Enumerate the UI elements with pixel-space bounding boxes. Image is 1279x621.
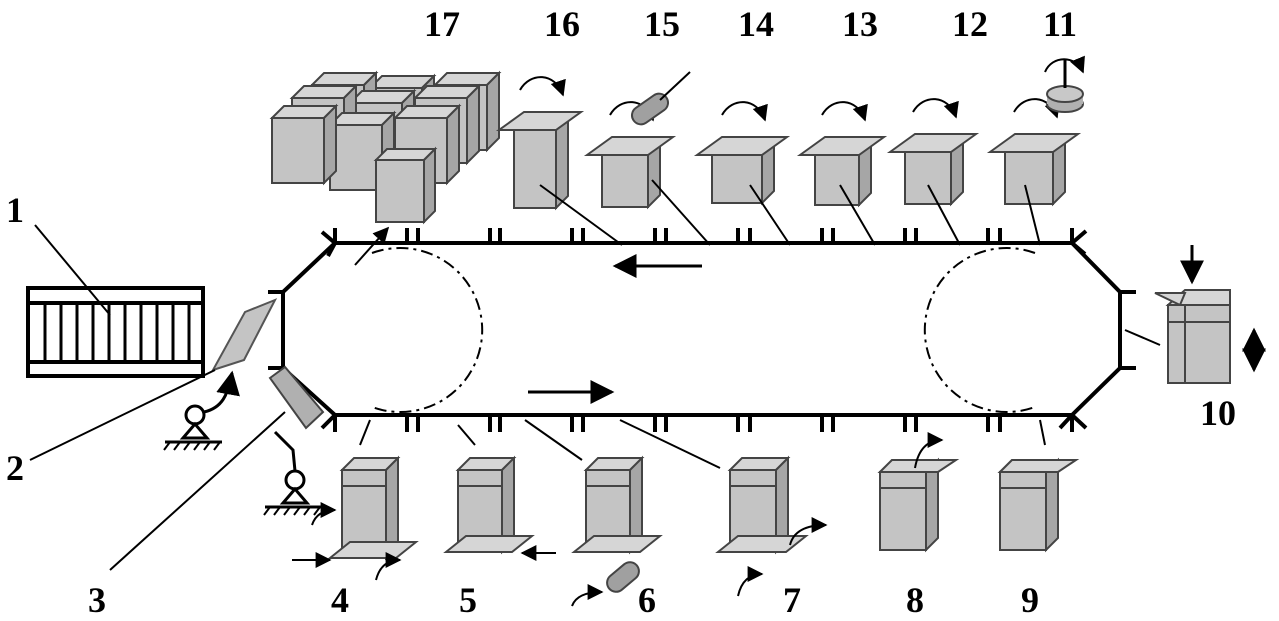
- holder-top: [914, 228, 990, 245]
- blank-magazine: [26, 286, 205, 378]
- curved-arrow-icon: [571, 584, 604, 607]
- curved-arrow-icon: [1044, 55, 1085, 74]
- roller-icon: [606, 561, 640, 593]
- holder-top: [333, 228, 409, 245]
- curved-arrow-icon: [519, 76, 566, 97]
- bottom-station-box: [327, 455, 419, 561]
- holder-bottom: [748, 415, 824, 432]
- bottom-station-box: [571, 455, 663, 555]
- station-label-11: 11: [1043, 4, 1077, 44]
- holder-bottom: [416, 415, 492, 432]
- curved-arrow-icon: [914, 432, 944, 469]
- top-station-box: [986, 98, 1082, 207]
- picked-blank: [210, 298, 278, 372]
- turn-wheels: [371, 247, 1036, 413]
- station-label-8: 8: [906, 580, 924, 620]
- stations: [292, 71, 1082, 607]
- holder-top: [998, 228, 1074, 245]
- station-label-14: 14: [738, 4, 774, 44]
- station-label-15: 15: [644, 4, 680, 44]
- bottom-station-box: [715, 455, 809, 555]
- holder-bottom: [998, 415, 1074, 432]
- curved-arrow-icon: [721, 101, 768, 122]
- transfer-blank: [268, 365, 325, 430]
- station-11-tool: [1044, 55, 1085, 113]
- curved-arrow-icon: [375, 552, 402, 581]
- holder-bottom: [498, 415, 574, 432]
- holder-bottom: [664, 415, 740, 432]
- bottom-station-box: [877, 457, 960, 553]
- roller-icon: [630, 71, 691, 126]
- curved-arrow-icon: [789, 517, 828, 546]
- conveyor-track: [268, 229, 1136, 430]
- holder-bottom: [581, 415, 657, 432]
- finished-carton-stack: [269, 70, 502, 225]
- station-label-4: 4: [331, 580, 349, 620]
- station-label-7: 7: [783, 580, 801, 620]
- curved-arrow-icon: [912, 98, 959, 119]
- station-label-5: 5: [459, 580, 477, 620]
- top-station-box: [796, 101, 888, 208]
- station-label-13: 13: [842, 4, 878, 44]
- holder-top: [498, 228, 574, 245]
- station-label-2: 2: [6, 448, 24, 488]
- curved-arrow-icon: [737, 566, 764, 597]
- station-10-box: [1124, 245, 1266, 384]
- station-label-16: 16: [544, 4, 580, 44]
- station-label-9: 9: [1021, 580, 1039, 620]
- bottom-station-box: [997, 457, 1080, 553]
- holder-bottom: [333, 415, 409, 432]
- holder-top: [748, 228, 824, 245]
- station-label-3: 3: [88, 580, 106, 620]
- holder-top: [664, 228, 740, 245]
- top-station-box: [583, 101, 677, 210]
- top-station-box: [693, 101, 791, 206]
- station-label-12: 12: [952, 4, 988, 44]
- leader-lines: [29, 179, 1046, 571]
- holder-top: [581, 228, 657, 245]
- holder-bottom: [831, 415, 907, 432]
- station-label-6: 6: [638, 580, 656, 620]
- bottom-station-box: [443, 455, 535, 555]
- robot-arm-icon: [263, 430, 322, 516]
- holder-top: [831, 228, 907, 245]
- top-station-box: [495, 76, 585, 211]
- robot-arm-icon: [163, 370, 240, 451]
- station-label-10: 10: [1200, 393, 1236, 433]
- curved-arrow-icon: [821, 101, 868, 122]
- curved-arrow-icon: [311, 502, 337, 526]
- flow-arrows: [528, 254, 702, 404]
- top-station-box: [886, 98, 980, 207]
- station-label-1: 1: [6, 190, 24, 230]
- carrier-holders: [333, 228, 1074, 432]
- holder-bottom: [914, 415, 990, 432]
- station-label-17: 17: [424, 4, 460, 44]
- holder-top: [416, 228, 492, 245]
